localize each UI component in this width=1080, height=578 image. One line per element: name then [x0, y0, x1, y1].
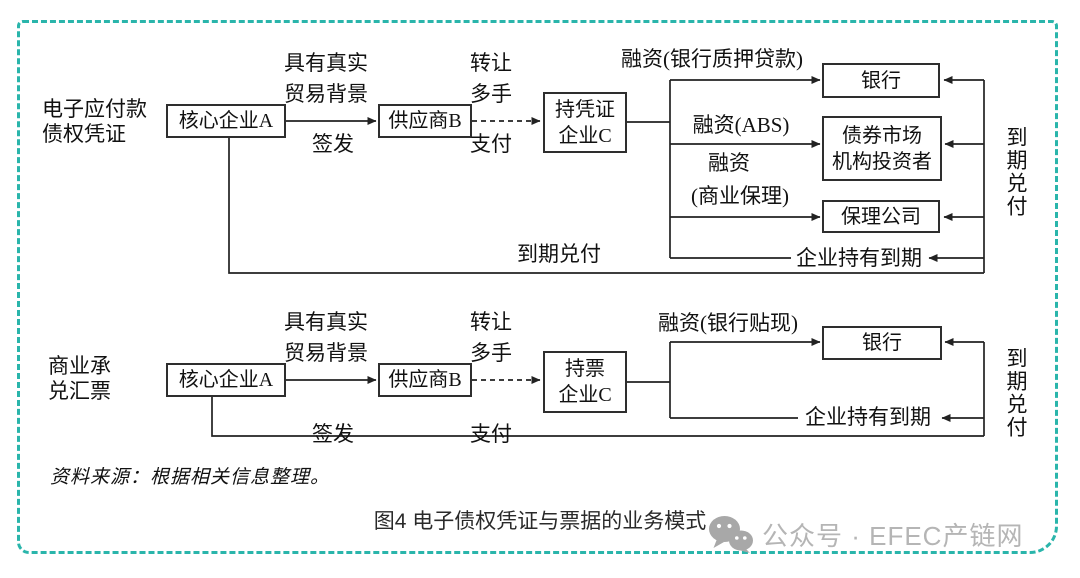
d1-hold-to-maturity-label: 企业持有到期: [796, 246, 922, 270]
source-note: 资料来源：根据相关信息整理。: [50, 467, 331, 488]
d2-maturity-right-label: 到期兑付: [1004, 347, 1028, 439]
d1-holder-label-line2: 企业C: [558, 124, 612, 147]
d1-side-label: 电子应付款 债权凭证: [42, 97, 147, 147]
d1-financing-bank-label: 融资(银行质押贷款): [621, 47, 803, 71]
d2-hold-to-maturity-label: 企业持有到期: [805, 405, 931, 429]
d2-financing-bank-label: 融资(银行贴现): [658, 311, 798, 335]
d1-maturity-right-label: 到期兑付: [1004, 126, 1028, 218]
d1-maturity-return-label: 到期兑付: [517, 242, 601, 266]
d2-transfer-label: 转让 多手: [441, 307, 541, 369]
d2-pay-label: 支付: [470, 422, 512, 446]
d1-core-enterprise-box: 核心企业A: [166, 104, 286, 138]
d2-supplier-box: 供应商B: [378, 363, 472, 397]
d2-trade-background-label: 具有真实 贸易背景: [266, 307, 386, 369]
d1-supplier-box: 供应商B: [378, 104, 472, 138]
d1-bond-market-box: 债券市场 机构投资者: [822, 116, 942, 181]
d2-supplier-label: 供应商B: [388, 369, 462, 391]
watermark-text: 公众号 · EFEC产链网: [762, 520, 1024, 551]
d2-core-enterprise-label: 核心企业A: [178, 369, 274, 391]
d1-side-label-line2: 债权凭证: [42, 122, 126, 146]
d2-holder-label-line1: 持票: [565, 358, 605, 380]
d1-trade-background-label: 具有真实 贸易背景: [266, 48, 386, 110]
d1-financing-factoring-label1: 融资: [708, 151, 750, 175]
d1-side-label-line1: 电子应付款: [42, 97, 147, 121]
d2-side-label-line1: 商业承: [48, 354, 111, 378]
d2-holder-label-line2: 企业C: [558, 384, 612, 406]
d1-trade-line2: 贸易背景: [284, 82, 368, 106]
wechat-icon: [709, 516, 753, 553]
d1-bank-label: 银行: [861, 69, 901, 92]
d1-factoring-company-box: 保理公司: [822, 200, 940, 233]
d1-certificate-holder-box: 持凭证 企业C: [543, 92, 627, 153]
d1-pay-label: 支付: [470, 132, 512, 156]
d1-holder-label-line1: 持凭证: [555, 98, 615, 121]
d1-transfer-line1: 转让: [470, 51, 512, 75]
d2-bank-box: 银行: [822, 326, 942, 360]
watermark: 公众号 · EFEC产链网: [708, 515, 1023, 553]
d1-transfer-label: 转让 多手: [441, 48, 541, 110]
figure-caption: 图4 电子债权凭证与票据的业务模式: [373, 510, 707, 533]
d2-issue-label: 签发: [312, 422, 354, 446]
d1-factoring-label: 保理公司: [841, 205, 921, 228]
d1-financing-factoring-label2: (商业保理): [691, 184, 789, 208]
d2-trade-line1: 具有真实: [284, 310, 368, 334]
d1-bond-label-line1: 债券市场: [842, 124, 922, 147]
d2-transfer-line2: 多手: [470, 341, 512, 365]
d1-issue-label: 签发: [312, 132, 354, 156]
d2-bank-label: 银行: [862, 332, 902, 354]
d2-side-label: 商业承 兑汇票: [48, 354, 111, 404]
d2-core-enterprise-box: 核心企业A: [166, 363, 286, 397]
d1-core-enterprise-label: 核心企业A: [178, 110, 274, 132]
d2-bill-holder-box: 持票 企业C: [543, 351, 627, 413]
d2-trade-line2: 贸易背景: [284, 341, 368, 365]
d1-supplier-label: 供应商B: [388, 110, 462, 132]
dashed-frame-border: [17, 20, 1058, 554]
d1-bond-label-line2: 机构投资者: [832, 150, 932, 173]
d1-trade-line1: 具有真实: [284, 51, 368, 75]
d1-transfer-line2: 多手: [470, 82, 512, 106]
d1-bank-box: 银行: [822, 63, 940, 98]
d1-financing-abs-label: 融资(ABS): [692, 113, 790, 137]
d2-maturity-return-line: [211, 397, 984, 437]
d2-side-label-line2: 兑汇票: [48, 379, 111, 403]
d2-transfer-line1: 转让: [470, 310, 512, 334]
d1-maturity-return-line: [228, 138, 984, 274]
